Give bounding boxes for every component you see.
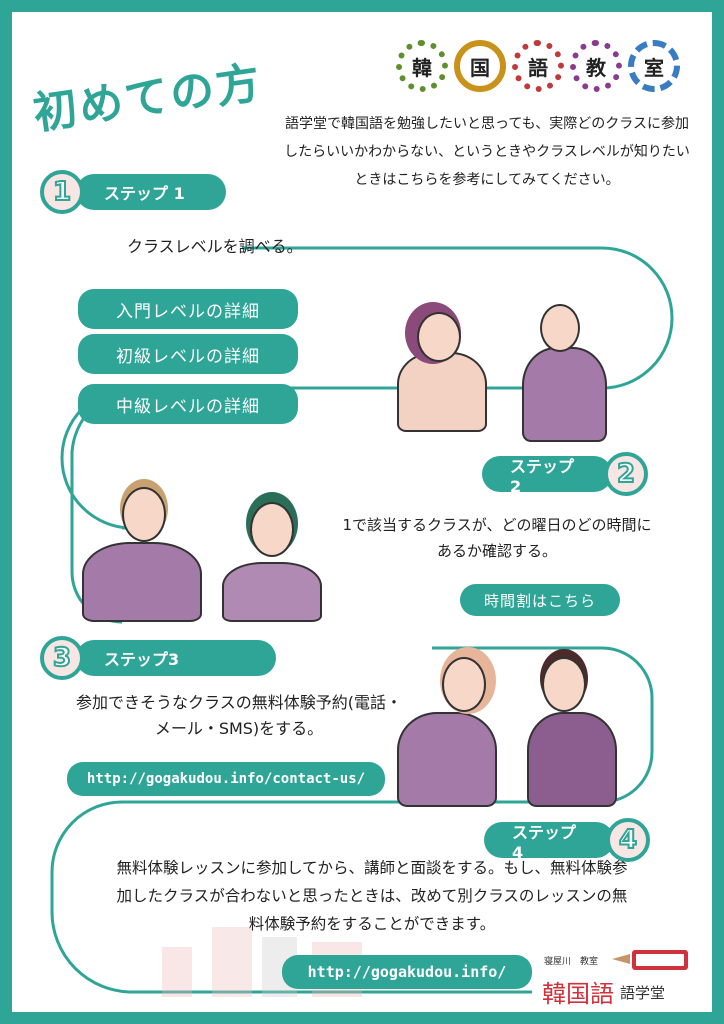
logo-seal: 教 <box>570 40 622 92</box>
contact-url-link[interactable]: http://gogakudou.info/contact-us/ <box>67 762 385 796</box>
beginner-level-button[interactable]: 入門レベルの詳細 <box>78 289 298 329</box>
logo-seal: 室 <box>628 40 680 92</box>
step-4-header: ステップ4 4 <box>484 818 650 862</box>
step-label: ステップ 1 <box>76 174 226 210</box>
step-3-header: 3 ステップ3 <box>40 636 276 680</box>
step-label: ステップ 2 <box>482 456 612 496</box>
elementary-level-button[interactable]: 初級レベルの詳細 <box>78 334 298 374</box>
step-number: 1 <box>40 170 84 214</box>
people-illustration <box>397 632 617 807</box>
logo: 韓 国 語 教 室 <box>396 40 680 92</box>
logo-seal: 韓 <box>396 40 448 92</box>
footer-brand-logo: 寝屋川 教室 韓国語 語学堂 <box>540 950 710 1012</box>
intro-text: 語学堂で韓国語を勉強したいと思っても、実際どのクラスに参加したらいいかわからない… <box>284 116 690 188</box>
step-1-text: クラスレベルを調べる。 <box>127 237 303 256</box>
step-label: ステップ4 <box>484 822 614 862</box>
intermediate-level-button[interactable]: 中級レベルの詳細 <box>78 384 298 424</box>
step-number: 4 <box>606 818 650 862</box>
branch-name: 寝屋川 教室 <box>544 957 599 967</box>
home-url-link[interactable]: http://gogakudou.info/ <box>282 955 532 989</box>
step-2-header: ステップ 2 2 <box>482 452 648 496</box>
page: 初めての方 韓 国 語 教 室 語学堂で韓国語を勉強したいと思っても、実際どのク… <box>12 12 712 1012</box>
brand-name: 韓国語 <box>542 980 614 1008</box>
logo-seal: 語 <box>512 40 564 92</box>
people-illustration <box>82 482 332 622</box>
step-label: ステップ3 <box>76 640 276 676</box>
step-4-text: 無料体験レッスンに参加してから、講師と面談をする。もし、無料体験参加したクラスが… <box>116 859 628 933</box>
step-number: 2 <box>604 452 648 496</box>
timetable-button[interactable]: 時間割はこちら <box>460 584 620 616</box>
step-number: 3 <box>40 636 84 680</box>
people-illustration <box>392 302 612 442</box>
step-1-header: 1 ステップ 1 <box>40 170 226 214</box>
logo-seal: 国 <box>454 40 506 92</box>
brand-sub: 語学堂 <box>620 984 666 1002</box>
step-2-text: 1で該当するクラスが、どの曜日のどの時間にあるか確認する。 <box>342 516 652 560</box>
step-3-text: 参加できそうなクラスの無料体験予約(電話・メール・SMS)をする。 <box>76 693 402 738</box>
